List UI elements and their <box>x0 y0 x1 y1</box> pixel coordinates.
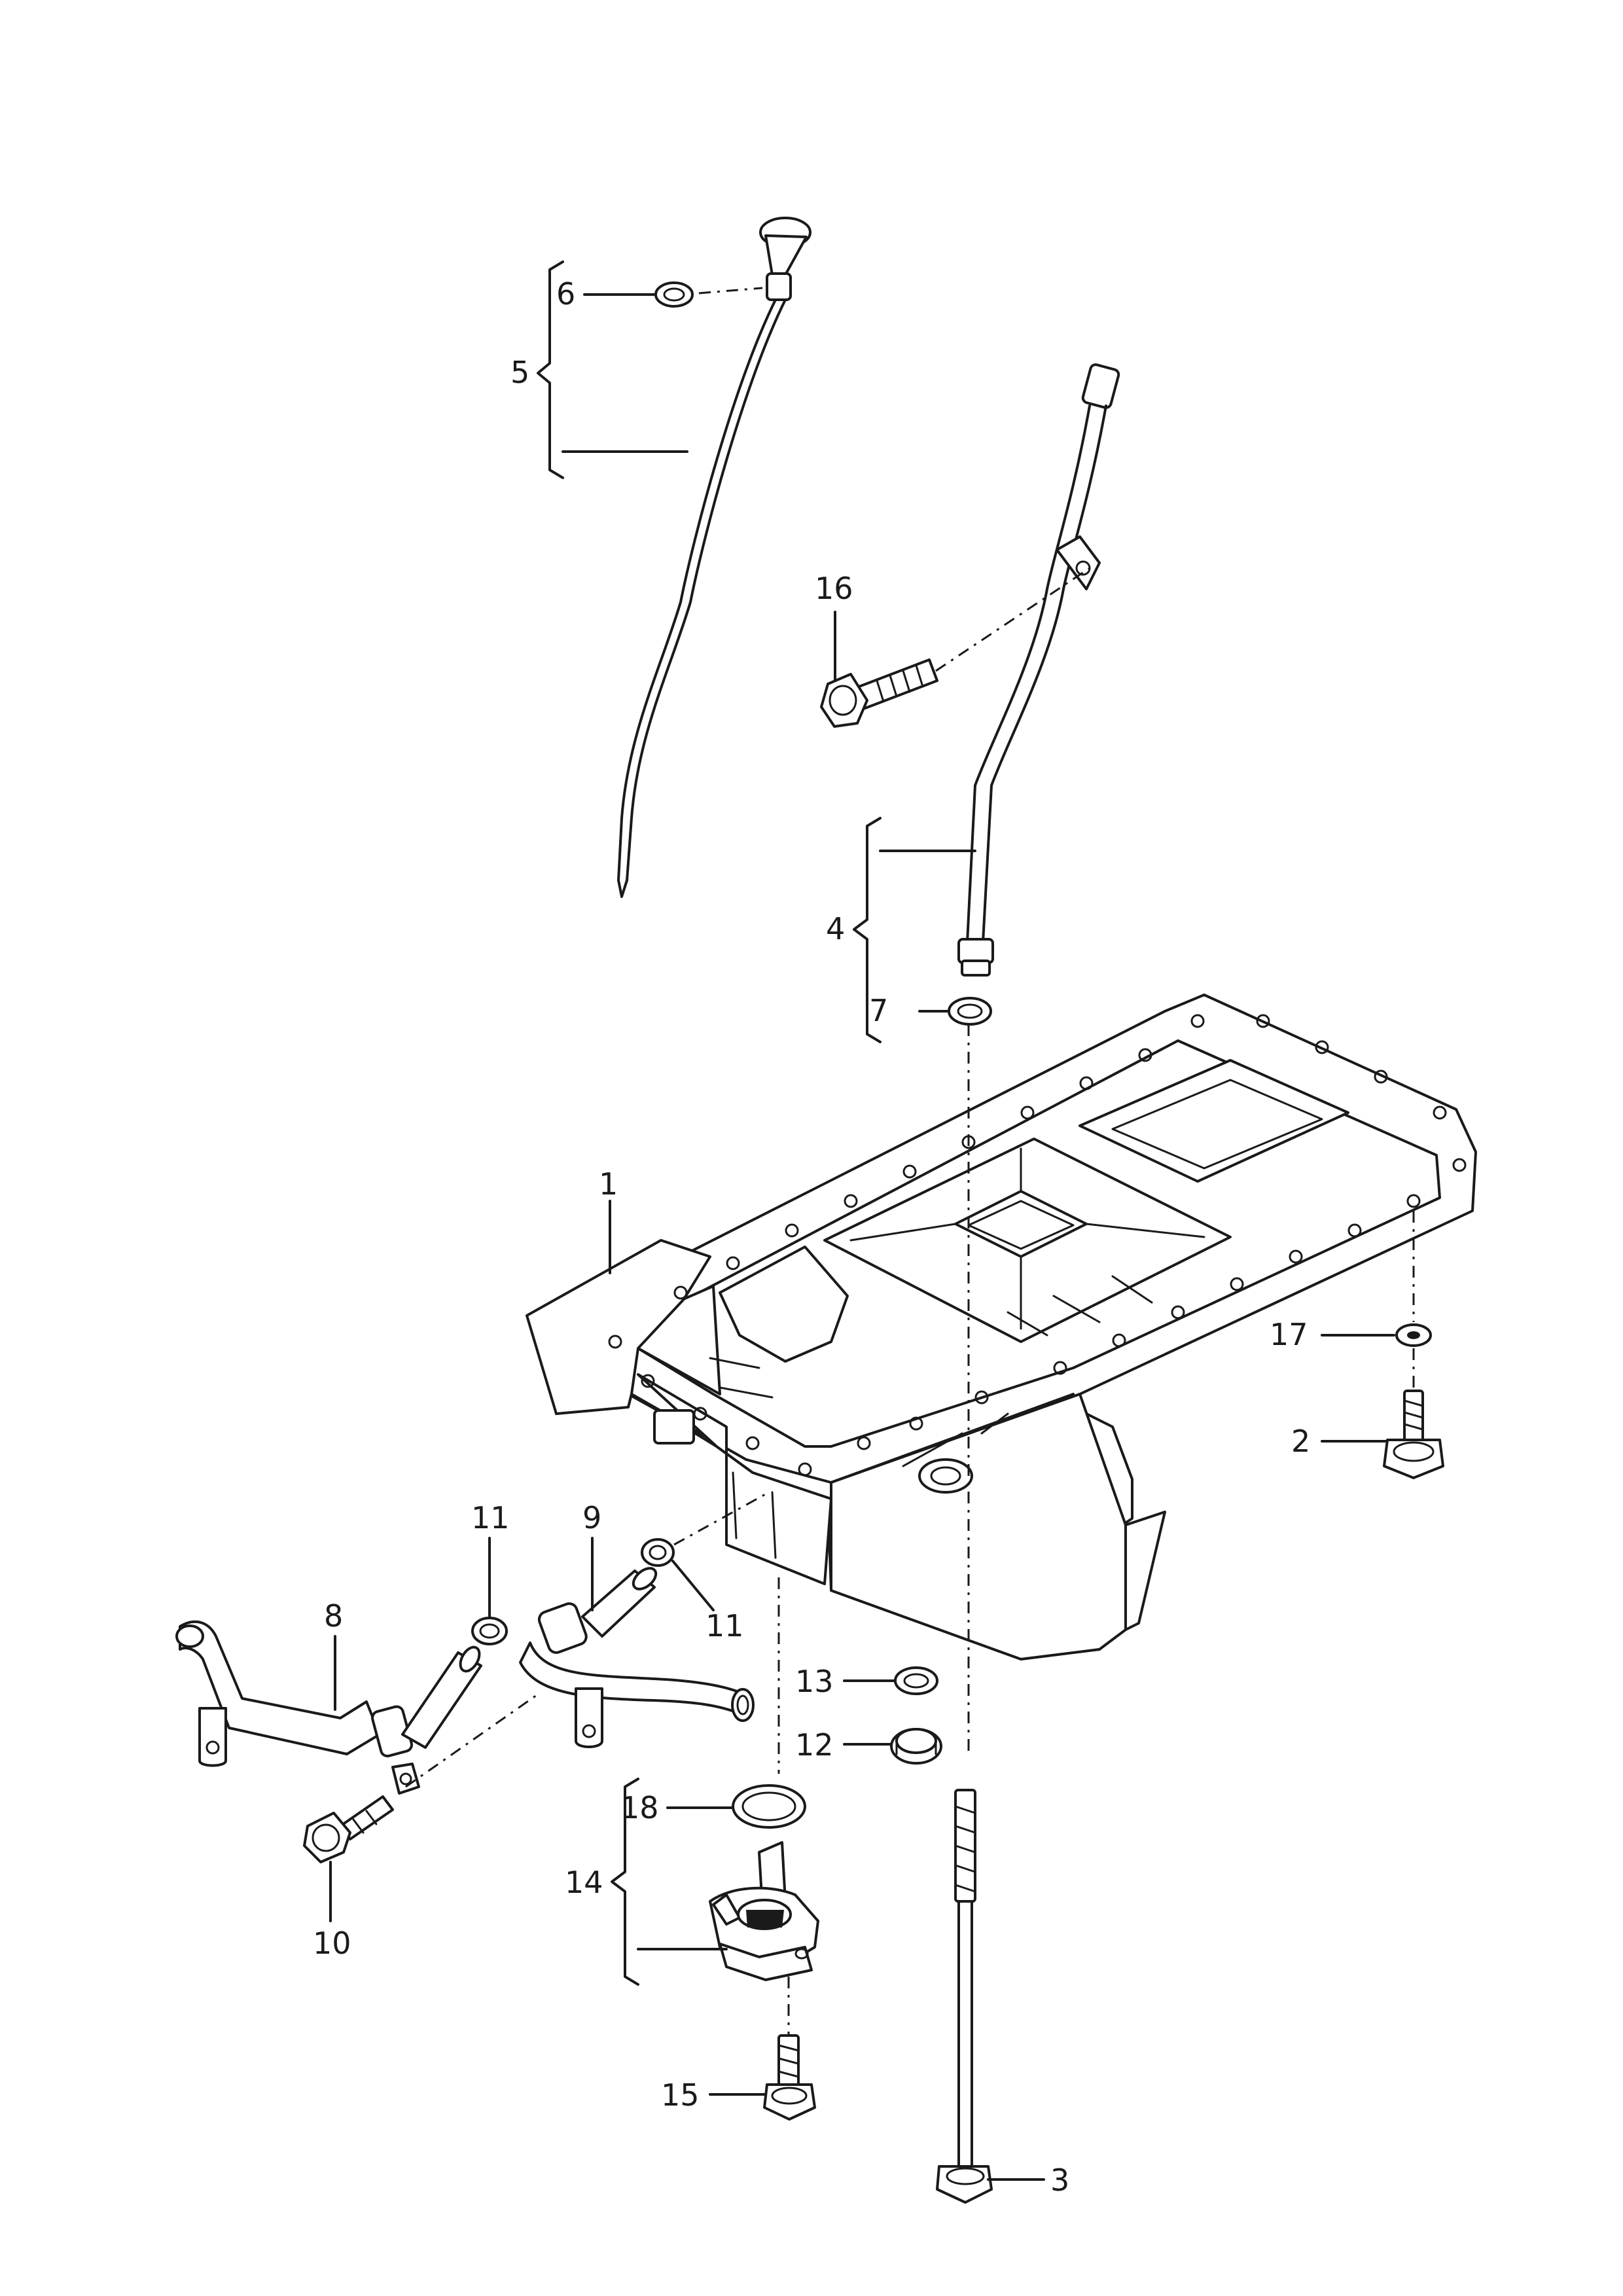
callout-17: 17 <box>1270 1317 1308 1352</box>
callout-3: 3 <box>1050 2162 1069 2198</box>
seal-ring-18 <box>732 1784 806 1829</box>
callout-12: 12 <box>795 1727 834 1763</box>
o-ring-11-right <box>641 1538 675 1567</box>
dipstick-guide-tube <box>957 363 1120 977</box>
oil-pipe-8 <box>175 1620 482 1795</box>
callout-8: 8 <box>324 1598 343 1634</box>
callout-1: 1 <box>599 1166 618 1202</box>
callout-14: 14 <box>565 1865 603 1900</box>
dipstick-assembly <box>617 217 812 898</box>
oil-level-sensor-14 <box>709 1841 819 1981</box>
callout-10: 10 <box>313 1926 351 1961</box>
bracket-bolt-16 <box>820 658 938 728</box>
callout-4: 4 <box>826 911 845 946</box>
bolt-15 <box>763 2034 816 2121</box>
callout-18: 18 <box>620 1790 659 1825</box>
o-ring-11-left <box>471 1617 508 1645</box>
callout-11-right: 11 <box>705 1608 744 1643</box>
callout-16: 16 <box>815 571 853 606</box>
callout-2: 2 <box>1291 1424 1310 1459</box>
callout-15: 15 <box>661 2077 700 2113</box>
washer-17 <box>1395 1323 1432 1347</box>
leader-lines <box>329 260 1395 2181</box>
callout-7: 7 <box>869 993 888 1028</box>
callout-11-left: 11 <box>471 1500 510 1535</box>
callout-5: 5 <box>510 355 529 390</box>
tube-o-ring-7 <box>948 997 992 1026</box>
bolt-10 <box>303 1795 394 1863</box>
seal-ring-13 <box>894 1666 938 1695</box>
pan-flange-bolt-holes <box>608 1014 1467 1477</box>
callout-labels: 6 5 16 4 7 1 17 2 11 9 11 8 13 12 18 14 … <box>313 276 1310 2198</box>
callout-6: 6 <box>556 276 575 312</box>
plug-12 <box>890 1728 942 1765</box>
dipstick-o-ring-6 <box>654 281 694 308</box>
bolt-2 <box>1383 1390 1444 1479</box>
oil-pipe-9 <box>519 1567 755 1748</box>
callout-9: 9 <box>582 1500 601 1535</box>
long-bolt-3 <box>936 1789 993 2204</box>
callout-13: 13 <box>795 1664 834 1699</box>
oil-pan <box>526 994 1477 1660</box>
